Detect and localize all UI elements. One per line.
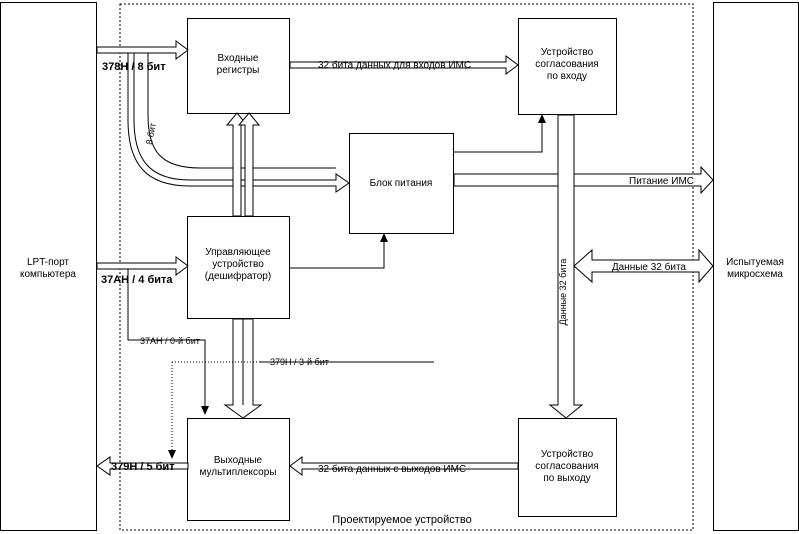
data-32-vertical-label: Данные 32 бита bbox=[558, 259, 568, 326]
ctrl-379h-bit3-label: 379H / 3-й бит bbox=[270, 357, 329, 367]
ctrl-37ah-bit0-arrowhead bbox=[201, 406, 209, 415]
control-label-line2: устройство bbox=[212, 259, 264, 270]
bus-arrow-data-vertical bbox=[548, 114, 584, 419]
control-label-line1: Управляющее bbox=[205, 247, 271, 258]
bus-arrow-379h bbox=[96, 456, 189, 476]
output-matching-block bbox=[518, 418, 617, 517]
control-label-line3: (дешифратор) bbox=[205, 270, 271, 282]
power-out-label: Питание ИМС bbox=[629, 176, 694, 187]
input-matching-label-line1: Устройство bbox=[541, 47, 594, 58]
power-to-matching-line bbox=[454, 121, 543, 153]
bus-arrow-ctrl-up-b bbox=[237, 112, 261, 217]
output-matching-label-line3: по выходу bbox=[543, 473, 590, 484]
bus-arrow-8bit-power bbox=[127, 52, 350, 193]
ctrl-37ah-bit0-line bbox=[127, 269, 206, 408]
bus-arrow-37ah bbox=[96, 256, 189, 276]
bus-arrow-data-chip bbox=[573, 248, 714, 284]
output-matching-label-line2: согласования bbox=[535, 461, 598, 472]
input-matching-label-line2: согласования bbox=[535, 59, 598, 70]
data-out-label: 32 бита данных с выходов ИМС bbox=[318, 463, 466, 475]
input-registers-block bbox=[187, 18, 290, 114]
bus-arrow-power-out bbox=[453, 165, 714, 195]
ctrl-37ah-bit0-label: 37AH / 0-й бит bbox=[140, 336, 200, 346]
ctrl-379h-bit3-arrowhead bbox=[168, 450, 176, 459]
lpt-port-block bbox=[0, 2, 97, 531]
port-379h-label: 379H / 5 бит bbox=[111, 461, 175, 473]
lpt-label-line1: LPT-порт bbox=[27, 257, 69, 268]
bits-8-label: 8 бит bbox=[144, 122, 158, 145]
power-supply-label: Блок питания bbox=[370, 178, 433, 189]
bus-arrow-data-out bbox=[289, 456, 519, 476]
bus-arrow-ctrl-up-a bbox=[225, 112, 249, 217]
output-matching-label-line1: Устройство bbox=[541, 449, 594, 460]
output-mux-label-line1: Выходные bbox=[214, 455, 263, 466]
input-registers-label-line1: Входные bbox=[218, 53, 259, 64]
designed-device-label: Проектируемое устройство bbox=[332, 514, 471, 526]
bus-arrow-378h bbox=[96, 40, 189, 60]
input-matching-label-line3: по входу bbox=[547, 71, 587, 82]
bus-arrow-data-in bbox=[289, 55, 519, 75]
ctrl-379h-bit3-dotted bbox=[171, 361, 260, 452]
output-mux-block bbox=[187, 418, 290, 521]
tested-chip-block bbox=[713, 2, 799, 531]
lpt-label-line2: компьютера bbox=[20, 269, 76, 280]
input-matching-block bbox=[518, 18, 617, 115]
output-mux-label-line2: мультиплексоры bbox=[200, 467, 277, 478]
chip-label-line1: Испытуемая bbox=[726, 257, 784, 268]
port-378h-label: 378H / 8 бит bbox=[102, 61, 166, 73]
bus-line-8bit bbox=[147, 53, 336, 169]
data-in-label: 32 бита данных для входов ИМС bbox=[318, 59, 471, 71]
power-supply-block bbox=[349, 133, 454, 234]
power-to-matching-arrowhead bbox=[538, 114, 546, 123]
ctrl-to-power-line bbox=[290, 240, 385, 269]
port-37ah-label: 37AH / 4 бита bbox=[101, 274, 173, 286]
data-chip-label: Данные 32 бита bbox=[612, 261, 687, 273]
input-registers-label-line2: регистры bbox=[217, 65, 260, 76]
ctrl-to-power-arrowhead bbox=[380, 233, 388, 242]
chip-label-line2: микросхема bbox=[727, 269, 783, 280]
